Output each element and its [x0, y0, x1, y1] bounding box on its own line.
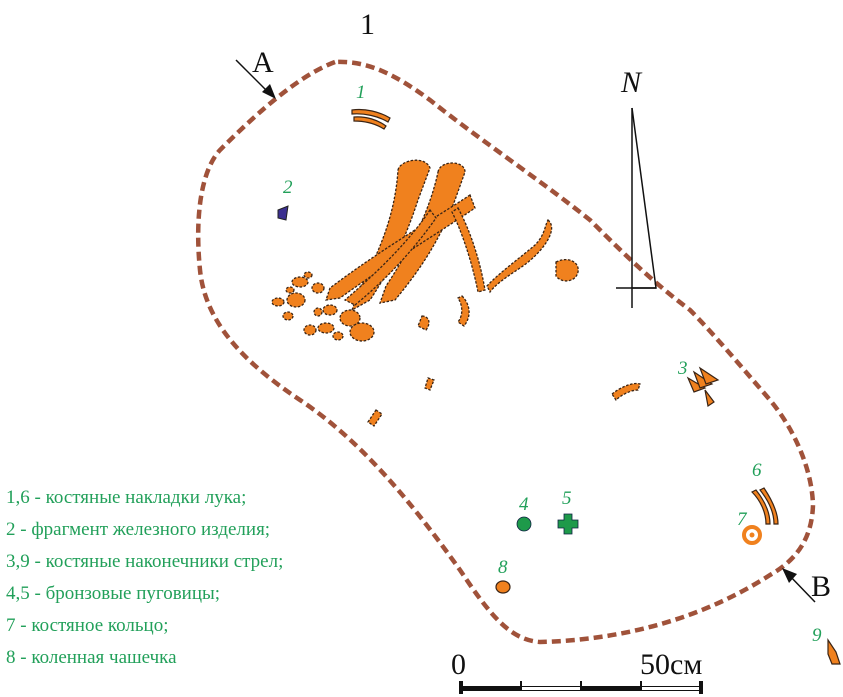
arrow-a-head: [262, 84, 276, 99]
find-9-arrowhead: [827, 638, 841, 665]
find-number-5: 5: [562, 488, 572, 509]
section-arrow-a: [235, 59, 271, 95]
scale-bar: 0 50см: [451, 648, 703, 694]
legend-item-3: 3,9 - костяные наконечники стрел;: [6, 551, 283, 572]
find-number-9: 9: [812, 625, 822, 646]
legend-item-6: 8 - коленная чашечка: [6, 647, 177, 668]
find-5-bronze-button: [557, 513, 579, 535]
find-3-arrowheads: [686, 366, 720, 408]
find-number-8: 8: [498, 557, 508, 578]
find-6-bow-plate: [750, 487, 779, 525]
find-number-3: 3: [677, 358, 688, 379]
find-1-bow-plate: [351, 108, 391, 130]
legend-item-4: 4,5 - бронзовые пуговицы;: [6, 583, 220, 604]
find-7-ring-hole: [749, 532, 755, 538]
north-label: N: [620, 66, 643, 99]
pit-outline: [195, 59, 816, 645]
find-number-6: 6: [752, 460, 762, 481]
find-number-1: 1: [356, 82, 366, 103]
legend: 1,6 - костяные накладки лука; 2 - фрагме…: [6, 487, 283, 668]
find-number-7: 7: [737, 509, 748, 530]
label-b: B: [811, 570, 831, 603]
figure-number: 1: [360, 8, 375, 41]
find-4-bronze-button: [516, 516, 532, 532]
label-a: A: [252, 46, 274, 79]
find-2-iron-fragment: [277, 205, 289, 221]
legend-item-1: 1,6 - костяные накладки лука;: [6, 487, 246, 508]
arrow-b-head: [782, 568, 797, 583]
legend-item-2: 2 - фрагмент железного изделия;: [6, 519, 270, 540]
scale-end-label: 50см: [640, 648, 702, 681]
find-number-2: 2: [283, 177, 293, 198]
skeleton-remains: [271, 159, 641, 427]
legend-item-5: 7 - костяное кольцо;: [6, 615, 168, 636]
find-7-bone-ring: [742, 525, 762, 545]
find-number-4: 4: [519, 494, 529, 515]
scale-start-label: 0: [451, 648, 466, 681]
north-arrow: [616, 107, 657, 308]
find-8-kneecap: [495, 580, 511, 594]
